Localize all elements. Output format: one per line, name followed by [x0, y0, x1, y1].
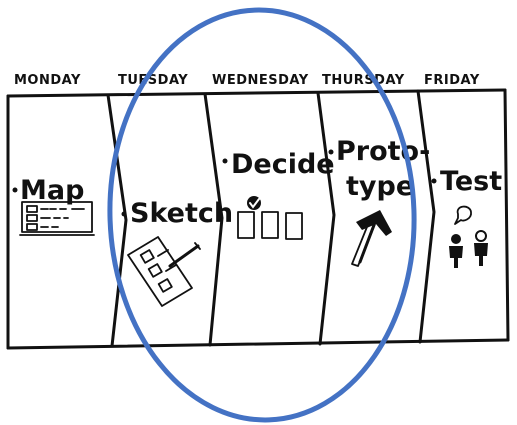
- step-label-map: Map: [20, 175, 84, 206]
- step-prototype: Proto- type: [328, 136, 430, 202]
- map-board-icon: [19, 201, 95, 236]
- bottom-border: [6, 338, 510, 350]
- test-people-speech-icon: [449, 205, 488, 268]
- highlight-ellipse: [107, 7, 417, 423]
- panel-frame: [6, 88, 510, 350]
- day-label-thursday: THURSDAY: [322, 73, 405, 88]
- step-label-sketch: Sketch: [130, 198, 233, 229]
- bullet-dot: [431, 178, 437, 184]
- step-label-decide: Decide: [231, 149, 335, 180]
- divider-thursday-friday: [416, 89, 436, 344]
- bullet-dot: [222, 158, 228, 164]
- step-decide: Decide: [222, 149, 335, 180]
- day-label-monday: MONDAY: [14, 73, 81, 88]
- right-border: [503, 88, 510, 342]
- step-label-test: Test: [440, 166, 502, 197]
- decide-checkmark-cards-icon: [237, 196, 303, 240]
- day-label-wednesday: WEDNESDAY: [212, 73, 309, 88]
- bullet-dot: [121, 211, 127, 217]
- step-map: Map: [12, 175, 84, 206]
- divider-monday-tuesday: [106, 93, 128, 348]
- bullet-dot: [12, 187, 18, 193]
- step-label-prototype-line2: type: [346, 171, 414, 202]
- step-label-prototype-line1: Proto-: [336, 136, 430, 167]
- step-test: Test: [431, 166, 502, 197]
- day-label-friday: FRIDAY: [424, 73, 480, 88]
- divider-wednesday-thursday: [316, 91, 336, 346]
- divider-tuesday-wednesday: [203, 92, 224, 347]
- hammer-icon: [351, 210, 392, 267]
- day-label-tuesday: TUESDAY: [118, 73, 188, 88]
- bullet-dot: [328, 149, 334, 155]
- step-sketch: Sketch: [121, 198, 233, 229]
- sketch-paper-pencil-icon: [127, 236, 201, 307]
- top-border: [6, 88, 507, 98]
